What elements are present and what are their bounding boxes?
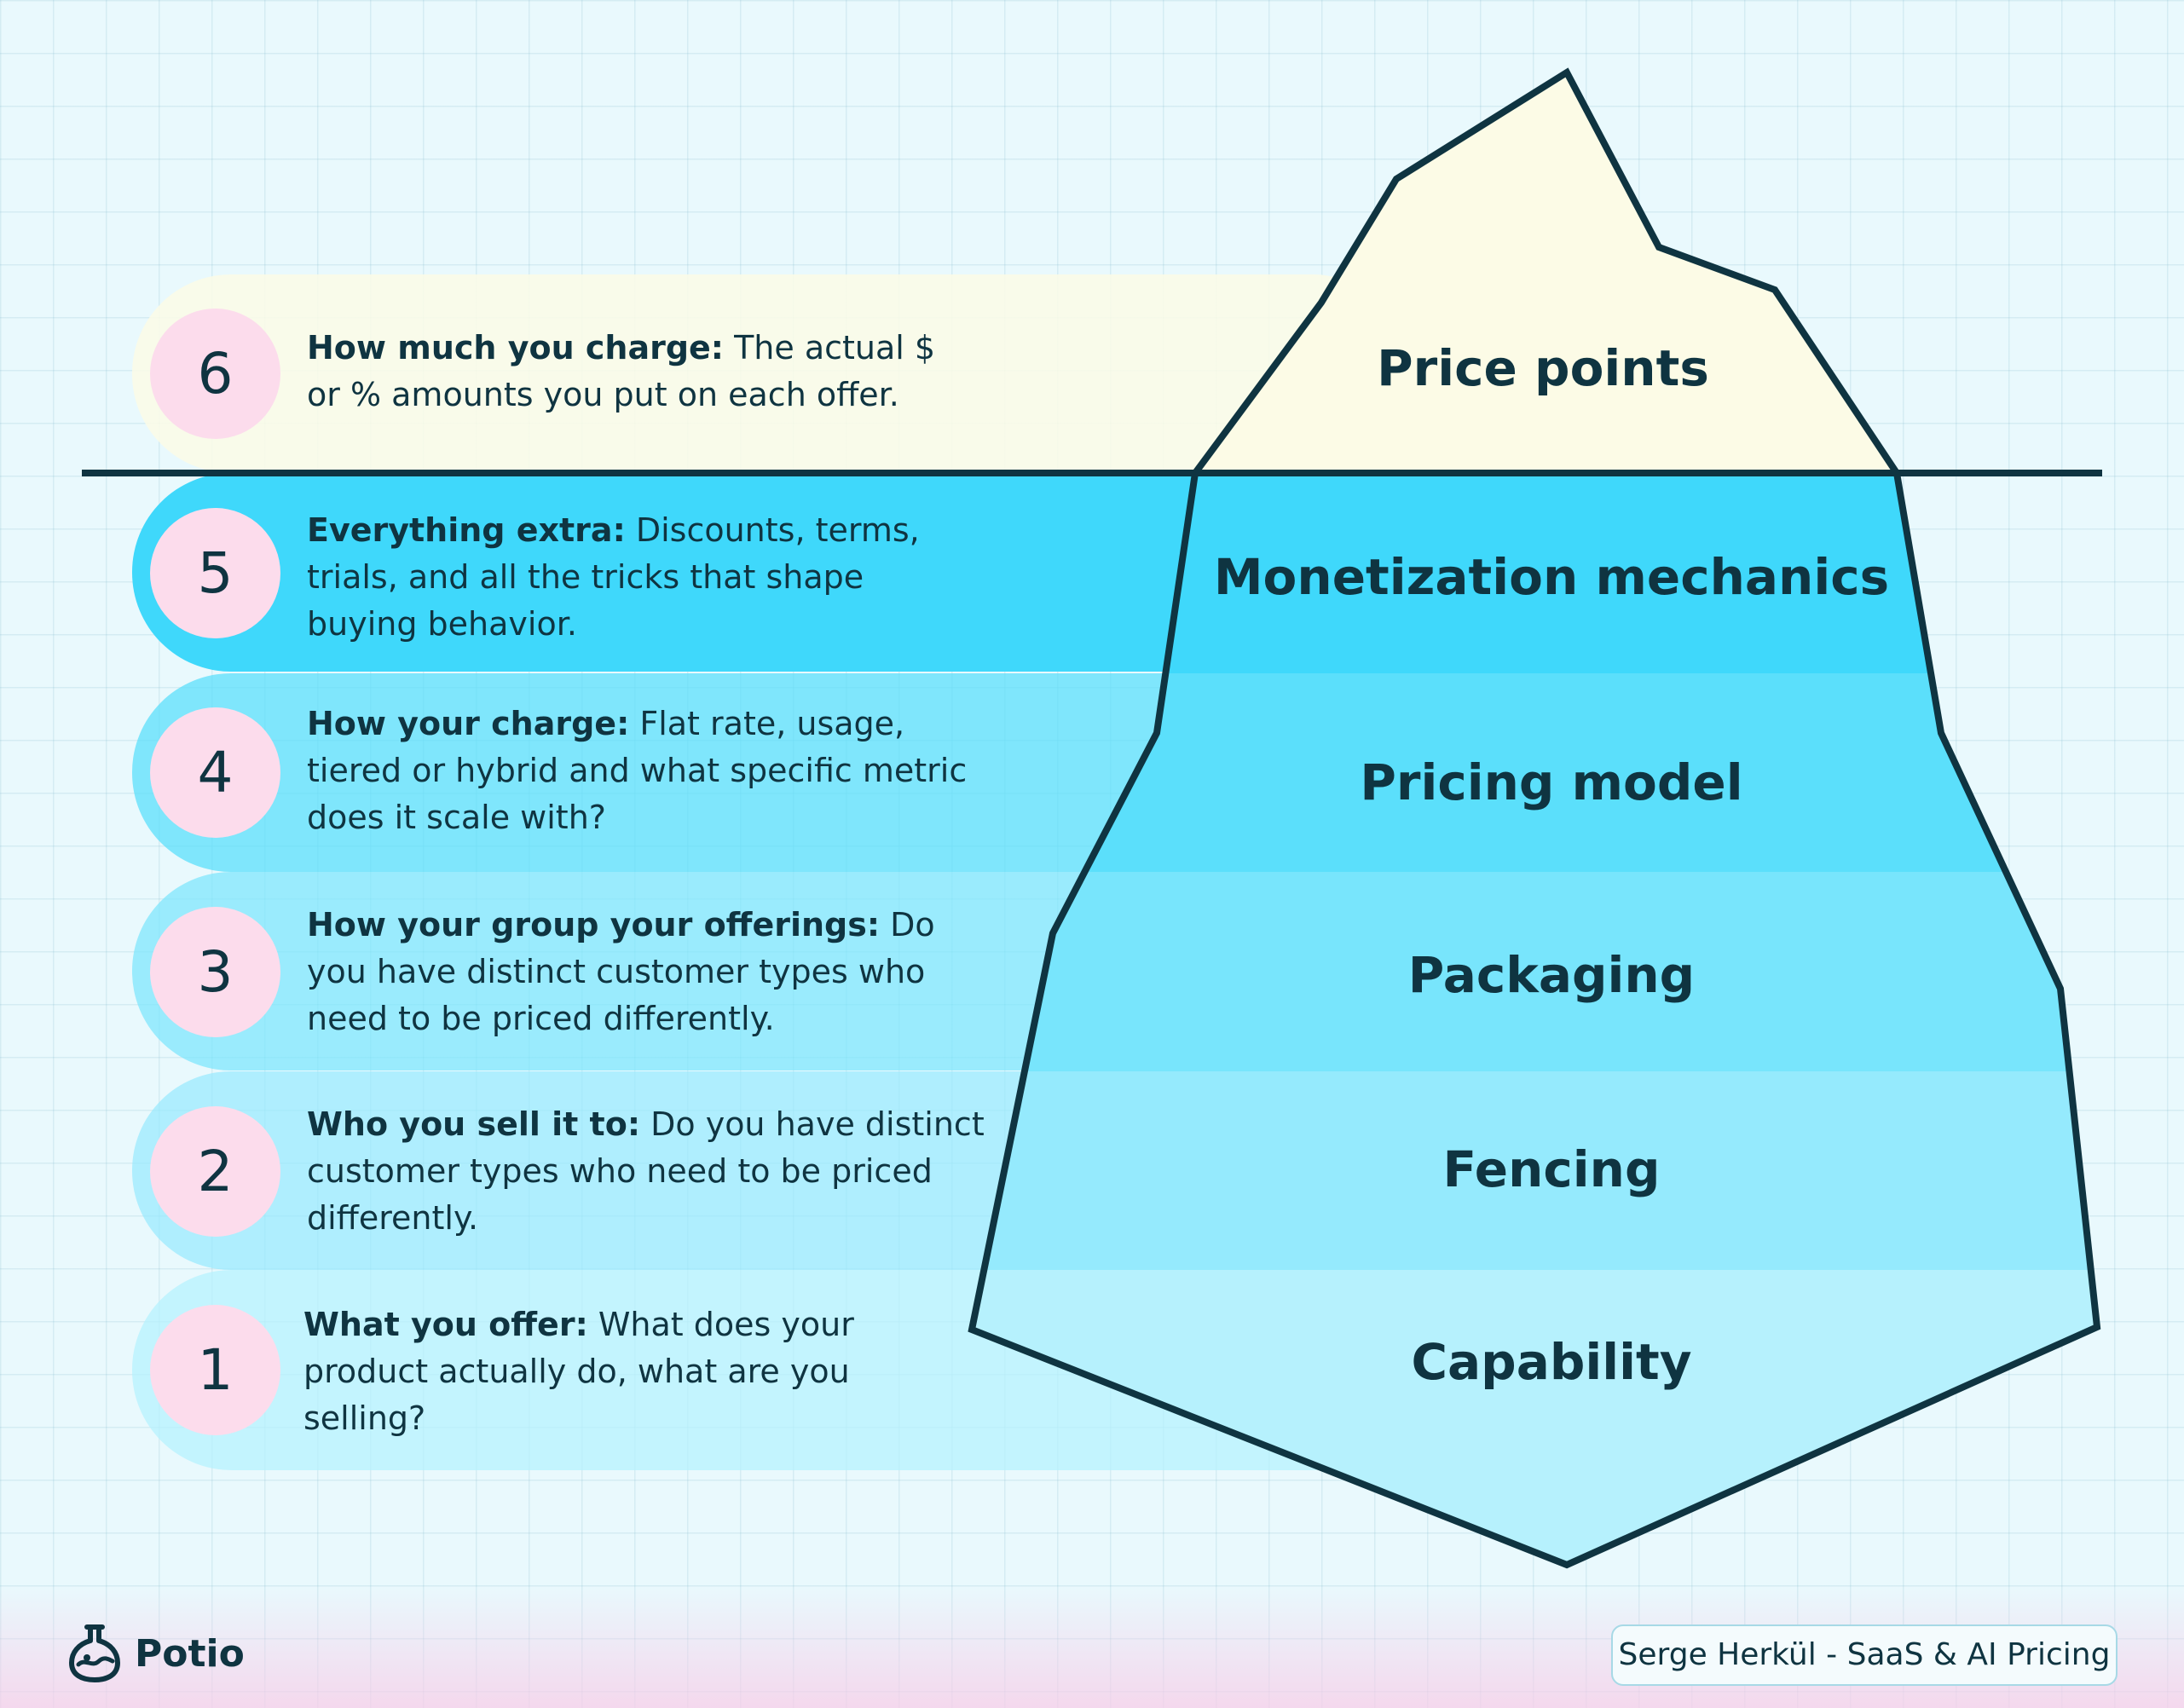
layer-3-title: Packaging [1407, 946, 1696, 1004]
layer-3-description: How your group your offerings: Do you ha… [307, 902, 972, 1042]
band-5 [132, 473, 1411, 672]
layer-4-body: Flat rate, usage, tiered or hybrid and w… [307, 705, 968, 836]
number-badge-3: 3 [150, 907, 280, 1037]
number-badge-6: 6 [150, 309, 280, 439]
iceberg-body-outline [968, 470, 2101, 1569]
band-4 [132, 673, 1411, 872]
layer-1-heading: What you offer: [303, 1306, 588, 1343]
layer-5-body: Discounts, terms, trials, and all the tr… [307, 511, 920, 643]
number-badge-4: 4 [150, 707, 280, 838]
layer-1-title: Capability [1411, 1333, 1692, 1391]
layer-2-description: Who you sell it to: Do you have distinct… [307, 1101, 989, 1242]
layer-2-title: Fencing [1442, 1140, 1661, 1198]
layer-5-description: Everything extra: Discounts, terms, tria… [307, 507, 972, 648]
author-credit: Serge Herkül - SaaS & AI Pricing [1611, 1624, 2118, 1686]
layer-6-heading: How much you charge: [307, 329, 724, 366]
layer-3-heading: How your group your offerings: [307, 906, 881, 943]
number-badge-2: 2 [150, 1106, 280, 1237]
layer-2-heading: Who you sell it to: [307, 1105, 641, 1143]
layer-6-description: How much you charge: The actual $ or % a… [307, 325, 955, 418]
potion-flask-icon [69, 1624, 120, 1682]
layer-4-heading: How your charge: [307, 705, 630, 742]
iceberg-layer-3 [972, 872, 2097, 1071]
brand-name: Potio [135, 1631, 245, 1676]
layer-1-description: What you offer: What does your product a… [303, 1301, 926, 1442]
layer-5-heading: Everything extra: [307, 511, 626, 549]
brand-logo: Potio [68, 1619, 245, 1688]
layer-5-title: Monetization mechanics [1213, 548, 1890, 606]
layer-1-body: What does your product actually do, what… [303, 1306, 854, 1437]
number-badge-1: 1 [150, 1305, 280, 1435]
layer-6-title: Price points [1377, 339, 1709, 397]
number-badge-5: 5 [150, 508, 280, 638]
layer-6-body: The actual $ or % amounts you put on eac… [307, 329, 936, 413]
iceberg-tip [1188, 67, 1904, 476]
iceberg-layer-2 [972, 1071, 2097, 1270]
band-6 [132, 274, 1411, 473]
layer-4-title: Pricing model [1360, 753, 1743, 811]
layer-4-description: How your charge: Flat rate, usage, tiere… [307, 701, 972, 841]
layer-3-body: Do you have distinct customer types who … [307, 906, 935, 1037]
layer-2-body: Do you have distinct customer types who … [307, 1105, 985, 1237]
